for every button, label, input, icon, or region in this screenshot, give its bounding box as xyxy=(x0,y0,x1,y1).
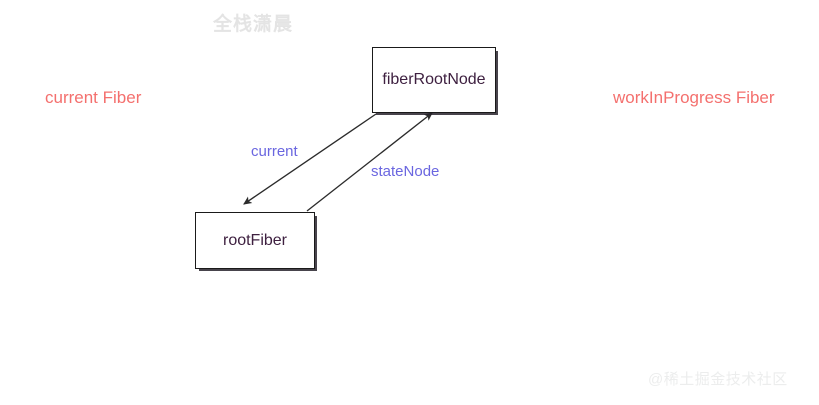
node-fiberrootnode-label: fiberRootNode xyxy=(382,71,486,88)
node-fiberrootnode[interactable]: fiberRootNode xyxy=(372,47,496,113)
edge-statenode-line xyxy=(306,112,433,212)
watermark-bottom: @稀土掘金技术社区 xyxy=(648,371,788,388)
edge-label-current: current xyxy=(251,143,298,160)
label-current-fiber: current Fiber xyxy=(45,88,142,107)
watermark-top: 全栈潇晨 xyxy=(213,14,294,35)
node-rootfiber-label: rootFiber xyxy=(222,231,288,249)
label-workinprogress-fiber: workInProgress Fiber xyxy=(613,88,775,107)
node-rootfiber[interactable]: rootFiber xyxy=(195,212,315,269)
edge-current-line xyxy=(243,113,377,205)
edge-label-statenode: stateNode xyxy=(371,163,440,180)
